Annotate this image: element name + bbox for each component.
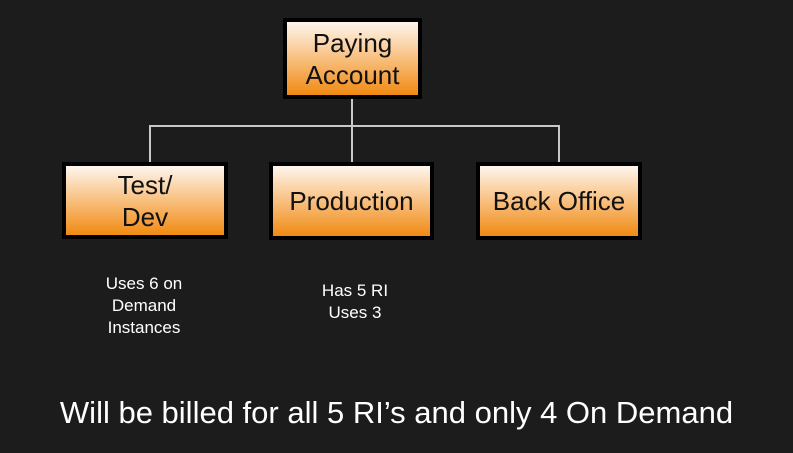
node-test-dev: Test/ Dev [62, 162, 228, 239]
caption: Will be billed for all 5 RI’s and only 4… [59, 395, 734, 430]
connector-root-vertical [351, 98, 353, 162]
connector-test-dev [149, 125, 151, 162]
note-production: Has 5 RI Uses 3 [321, 281, 389, 322]
node-paying-account: Paying Account [283, 18, 422, 99]
connector-horizontal [150, 125, 560, 127]
node-production: Production [269, 162, 434, 240]
node-back-office: Back Office [476, 162, 642, 240]
note-test-dev: Uses 6 on Demand Instances [105, 274, 183, 337]
connector-back-office [558, 125, 560, 162]
